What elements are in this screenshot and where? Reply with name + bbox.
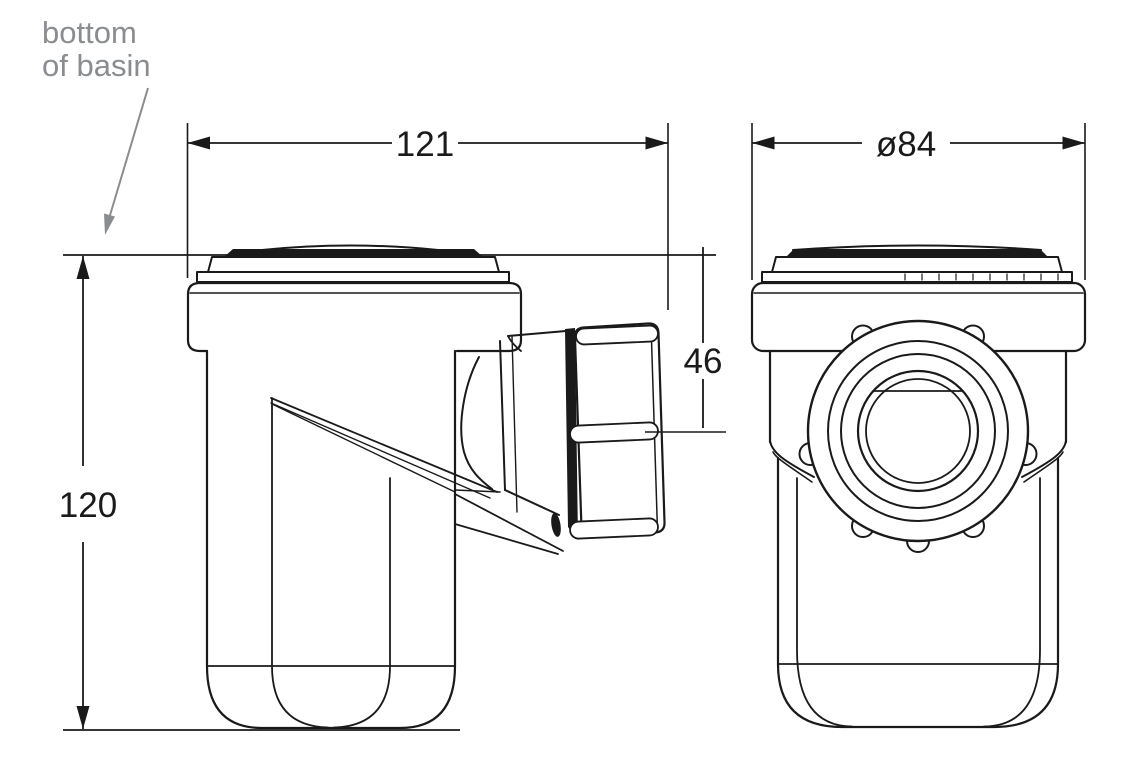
outlet-bore-outer bbox=[856, 369, 980, 493]
front-view bbox=[750, 244, 1087, 729]
inner-tube bbox=[271, 397, 391, 729]
basin-label-line1: bottom bbox=[42, 15, 137, 50]
side-view bbox=[186, 244, 666, 730]
outlet-support-web bbox=[454, 489, 564, 555]
washer-edge-lens bbox=[551, 513, 561, 537]
cap-step-upper bbox=[207, 256, 500, 273]
inner-wall bbox=[796, 477, 1041, 728]
cap-seal-band bbox=[786, 249, 1048, 257]
cap-dome bbox=[261, 244, 439, 251]
dimension-front-diameter: ø84 bbox=[751, 123, 1086, 280]
cap-seal-band bbox=[224, 249, 483, 257]
body-shoulder bbox=[769, 440, 1067, 483]
outlet-spigot bbox=[499, 330, 567, 516]
body-outline bbox=[776, 456, 1060, 729]
arrowhead-right-icon bbox=[1062, 136, 1085, 150]
dim-side-width-label: 121 bbox=[396, 125, 454, 164]
arrowhead-up-icon bbox=[76, 256, 90, 279]
basin-label-line2: of basin bbox=[42, 48, 151, 83]
outlet-passage-lines bbox=[270, 356, 498, 499]
nut-ring-3 bbox=[840, 353, 996, 509]
arrowhead-right-icon bbox=[645, 136, 668, 150]
outlet-bore-inner bbox=[865, 378, 971, 484]
arrowhead-left-icon bbox=[752, 136, 775, 150]
nut-slot-bottom bbox=[569, 517, 659, 540]
nut-ring-2 bbox=[827, 340, 1009, 522]
arrowhead-left-icon bbox=[187, 136, 210, 150]
cap-step-lower bbox=[761, 271, 1073, 283]
arrowhead-down-icon bbox=[76, 706, 90, 729]
cap-step-upper bbox=[771, 256, 1063, 273]
leader-line bbox=[107, 87, 149, 223]
cap-dome bbox=[792, 244, 1042, 251]
dimension-total-height: 120 bbox=[59, 256, 460, 731]
basin-annotation: bottom of basin bbox=[42, 15, 151, 235]
cap-step-lower bbox=[196, 271, 510, 283]
nut-slot-top bbox=[575, 324, 659, 346]
body-outline bbox=[205, 349, 457, 730]
dimension-side-width: 121 bbox=[186, 123, 669, 310]
nut-slot-middle bbox=[569, 421, 659, 444]
dim-front-diameter-label: ø84 bbox=[876, 125, 936, 164]
leader-arrowhead-icon bbox=[104, 213, 115, 235]
dim-outlet-drop-label: 46 bbox=[684, 342, 723, 381]
cap-knurl-marks bbox=[904, 273, 1059, 281]
dim-total-height-label: 120 bbox=[59, 486, 117, 525]
flange-fill bbox=[188, 283, 521, 351]
dimension-outlet-drop: 46 bbox=[645, 247, 726, 433]
upper-body bbox=[768, 349, 1068, 444]
flange-outline bbox=[186, 281, 523, 353]
